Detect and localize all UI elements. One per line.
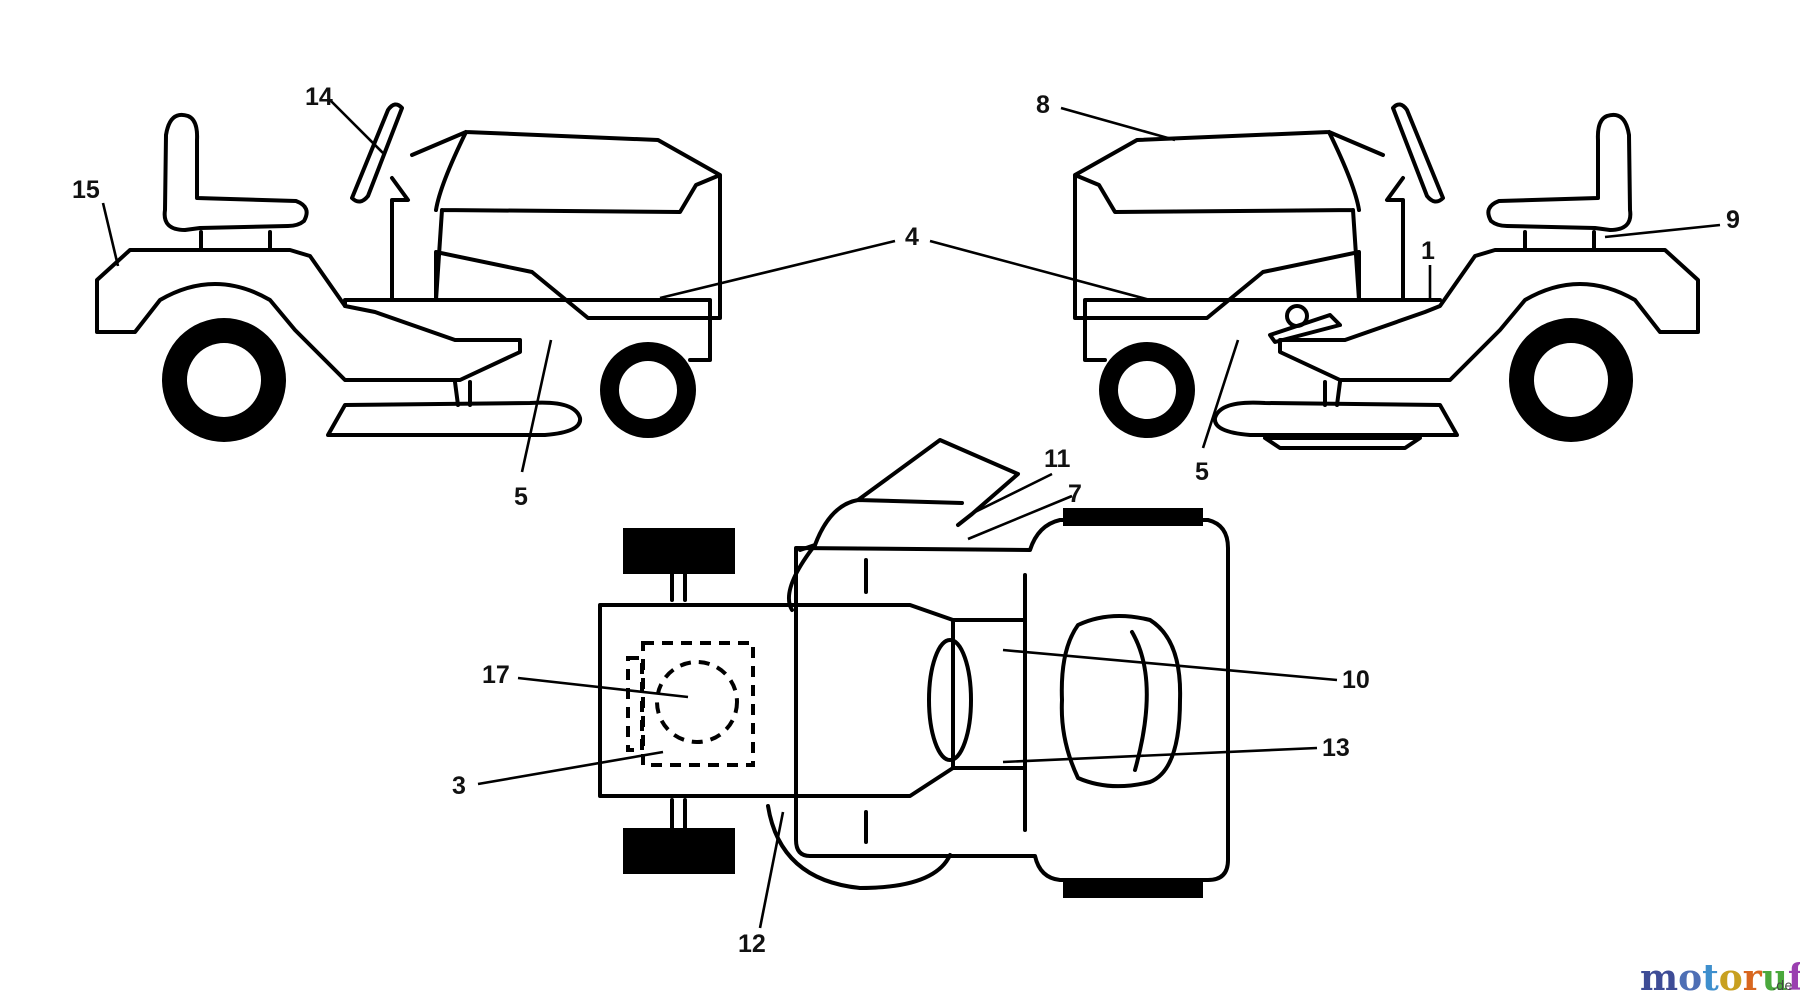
right-seat-post bbox=[1523, 230, 1596, 252]
callout-labels: 14 15 4 5 5 8 9 1 11 7 10 13 17 3 12 bbox=[72, 83, 1740, 958]
top-body bbox=[794, 518, 1230, 882]
right-lever-knob bbox=[1285, 304, 1309, 328]
leader-10 bbox=[1002, 648, 1338, 682]
left-rear-fender bbox=[95, 248, 522, 382]
leader-13 bbox=[1002, 746, 1318, 764]
callout-17: 17 bbox=[482, 661, 510, 689]
callout-5-right: 5 bbox=[1195, 458, 1209, 486]
callout-11: 11 bbox=[1044, 445, 1071, 473]
leader-15 bbox=[101, 202, 120, 267]
top-front-axle bbox=[670, 572, 687, 830]
wm-letter-4: o bbox=[1719, 957, 1743, 999]
leader-7 bbox=[967, 494, 1073, 541]
leader-17 bbox=[517, 676, 689, 699]
leader-lines bbox=[101, 99, 1721, 929]
top-steering-wheel bbox=[927, 638, 973, 762]
left-steering-column bbox=[390, 176, 410, 302]
top-dash-lines bbox=[864, 558, 1027, 844]
left-tractor-side-view bbox=[95, 102, 722, 442]
left-steering-wheel bbox=[350, 102, 404, 204]
top-rear-wheel-right bbox=[1063, 880, 1203, 898]
right-rear-fender bbox=[1278, 248, 1700, 382]
left-hood bbox=[410, 130, 722, 320]
left-frame bbox=[343, 298, 712, 362]
right-deck-bottom bbox=[1263, 436, 1422, 450]
watermark-suffix: .de bbox=[1772, 979, 1792, 994]
right-hood bbox=[1073, 130, 1385, 320]
left-deck bbox=[326, 400, 583, 437]
watermark-logo: motoruf bbox=[1640, 957, 1800, 999]
top-engine-side bbox=[626, 656, 644, 752]
top-discharge-chute bbox=[813, 438, 1020, 547]
right-frame bbox=[1083, 298, 1442, 362]
leader-8 bbox=[1060, 106, 1176, 142]
left-rear-hub bbox=[187, 343, 261, 417]
callout-7: 7 bbox=[1068, 480, 1082, 508]
right-steering-wheel bbox=[1391, 102, 1445, 204]
top-front-wheel-right bbox=[623, 828, 735, 874]
callout-13: 13 bbox=[1322, 734, 1350, 762]
right-tractor-side-view bbox=[1073, 102, 1700, 450]
callout-12: 12 bbox=[738, 930, 766, 958]
wm-letter-3: t bbox=[1702, 957, 1719, 999]
leader-14 bbox=[329, 99, 384, 154]
wm-letter-2: o bbox=[1678, 957, 1702, 999]
callout-1: 1 bbox=[1421, 237, 1435, 265]
motoruf-watermark: motoruf .de bbox=[1640, 957, 1800, 999]
leader-4-left bbox=[659, 239, 896, 300]
left-seat bbox=[162, 112, 309, 232]
callout-9: 9 bbox=[1726, 206, 1740, 234]
top-seat-back bbox=[1130, 630, 1149, 772]
top-view-tractor bbox=[598, 438, 1230, 898]
wm-letter-6: u bbox=[1762, 957, 1788, 999]
callout-10: 10 bbox=[1342, 666, 1370, 694]
callout-5-left: 5 bbox=[514, 483, 528, 511]
left-front-hub bbox=[619, 361, 677, 419]
leader-4-right bbox=[929, 239, 1151, 302]
top-hood bbox=[598, 603, 955, 798]
leader-5-right bbox=[1201, 339, 1240, 449]
left-deck-hanger bbox=[453, 380, 472, 407]
callout-8: 8 bbox=[1036, 91, 1050, 119]
leader-3 bbox=[477, 750, 664, 786]
leader-12 bbox=[758, 811, 785, 929]
top-rear-wheel-left bbox=[1063, 508, 1203, 526]
wm-letter-1: m bbox=[1640, 957, 1678, 999]
callout-14: 14 bbox=[305, 83, 333, 111]
callout-15: 15 bbox=[72, 176, 100, 204]
top-seat bbox=[1059, 614, 1183, 789]
top-front-wheel-left bbox=[623, 528, 735, 574]
leader-9 bbox=[1604, 223, 1721, 239]
wm-letter-7: f bbox=[1788, 957, 1800, 999]
leader-5-left bbox=[520, 339, 553, 473]
left-seat-post bbox=[199, 230, 272, 252]
leader-11 bbox=[972, 472, 1053, 515]
right-seat bbox=[1486, 112, 1633, 232]
right-steering-column bbox=[1385, 176, 1405, 302]
right-deck-hanger bbox=[1323, 380, 1342, 407]
right-front-hub bbox=[1118, 361, 1176, 419]
callout-3: 3 bbox=[452, 772, 466, 800]
wm-letter-5: r bbox=[1743, 957, 1763, 999]
top-engine-circle bbox=[655, 660, 739, 744]
right-rear-hub bbox=[1534, 343, 1608, 417]
right-lift-lever bbox=[1268, 313, 1342, 344]
right-deck bbox=[1212, 400, 1459, 437]
callout-4: 4 bbox=[905, 223, 919, 251]
